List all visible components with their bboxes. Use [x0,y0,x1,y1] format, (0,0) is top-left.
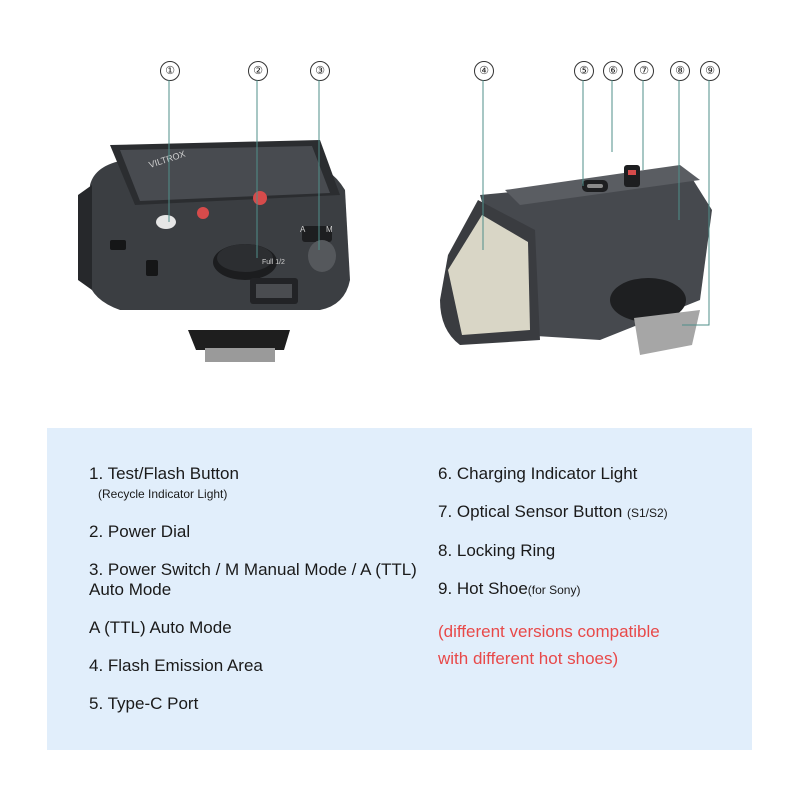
note-line-2: with different hot shoes) [438,649,619,668]
legend-item-6: 6. Charging Indicator Light [438,464,638,483]
switch-label-m: M [326,225,333,234]
legend-item-2: 2. Power Dial [89,522,191,541]
leader-lines [168,80,710,326]
legend-item-1-label: 1. Test/Flash Button [89,464,239,483]
legend-item-9: 9. Hot Shoe(for Sony) [438,579,738,600]
product-illustration: VILTROX Full 1/2 A M [78,80,712,362]
legend-item-9-label: 9. Hot Shoe [438,579,528,598]
flash-right-view [440,165,712,355]
legend-item-7-small: (S1/S2) [627,506,668,520]
legend-left-column: 1. Test/Flash Button (Recycle Indicator … [89,464,419,732]
product-figure: ① ② ③ ④ ⑤ ⑥ ⑦ ⑧ ⑨ VILTROX Full 1/2 [78,61,720,362]
callout-6: ⑥ [603,61,623,81]
callout-1: ① [160,61,180,81]
callout-2: ② [248,61,268,81]
callout-3: ③ [310,61,330,81]
note-line-1: (different versions compatible [438,622,660,641]
legend-item-4: 4. Flash Emission Area [89,656,263,675]
legend-item-1: 1. Test/Flash Button (Recycle Indicator … [89,464,419,504]
legend-item-7: 7. Optical Sensor Button (S1/S2) [438,502,738,523]
callout-9: ⑨ [700,61,720,81]
legend-item-8: 8. Locking Ring [438,541,556,560]
dial-label: Full 1/2 [262,259,285,266]
legend-item-7-label: 7. Optical Sensor Button [438,502,627,521]
callout-8: ⑧ [670,61,690,81]
callout-4: ④ [474,61,494,81]
legend-panel: 1. Test/Flash Button (Recycle Indicator … [47,428,752,750]
legend-item-3: 3. Power Switch / M Manual Mode / A (TTL… [89,560,417,599]
callout-7: ⑦ [634,61,654,81]
callout-5: ⑤ [574,61,594,81]
flash-left-view: VILTROX Full 1/2 A M [78,140,350,362]
switch-label-a: A [300,225,306,234]
compatibility-note: (different versions compatible with diff… [438,618,738,672]
legend-item-1-sub: (Recycle Indicator Light) [98,487,228,501]
legend-item-5: 5. Type-C Port [89,694,199,713]
legend-item-3b: A (TTL) Auto Mode [89,618,232,637]
legend-right-column: 6. Charging Indicator Light 7. Optical S… [438,464,738,672]
legend-item-9-small: (for Sony) [527,583,581,597]
